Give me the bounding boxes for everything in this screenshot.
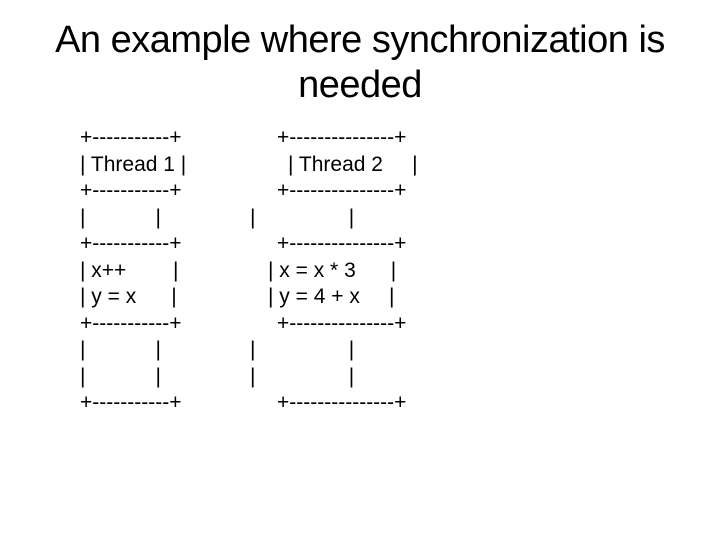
- slide-title-line-2: needed: [298, 64, 422, 106]
- ascii-row-thread-labels: | Thread 1 | | Thread 2 |: [0, 152, 720, 179]
- ascii-row-border: +-----------+ +---------------+: [0, 178, 720, 205]
- thread2-code-x-times-3: | x = x * 3 |: [268, 258, 397, 282]
- thread-sync-ascii-diagram: +-----------+ +---------------+ | Thread…: [0, 125, 720, 417]
- thread1-label: | Thread 1 |: [80, 152, 187, 176]
- ascii-row-code-2: | y = x | | y = 4 + x |: [0, 284, 720, 311]
- thread2-box-border: +---------------+: [277, 179, 407, 202]
- ascii-row-border-top: +-----------+ +---------------+: [0, 125, 720, 152]
- thread1-box-side: | |: [80, 338, 161, 361]
- ascii-row-border: +-----------+ +---------------+: [0, 231, 720, 258]
- thread1-box-border: +-----------+: [80, 179, 182, 202]
- thread2-box-side: | |: [250, 338, 355, 361]
- slide-title: An example where synchronization is need…: [0, 18, 720, 108]
- thread2-box-side: | |: [250, 364, 355, 388]
- ascii-row-border-bottom: +-----------+ +---------------+: [0, 390, 720, 417]
- thread2-box-border: +---------------+: [277, 391, 407, 414]
- thread1-box-side: | |: [80, 205, 161, 229]
- thread1-box-border: +-----------+: [80, 126, 182, 149]
- thread2-label: | Thread 2 |: [288, 152, 418, 176]
- ascii-row-empty: | | | |: [0, 364, 720, 391]
- thread2-code-y-equals-4-x: | y = 4 + x |: [268, 285, 395, 308]
- thread1-box-border: +-----------+: [80, 232, 182, 255]
- thread2-box-border: +---------------+: [277, 126, 407, 149]
- thread1-box-border: +-----------+: [80, 311, 182, 335]
- thread1-code-x-increment: | x++ |: [80, 258, 179, 282]
- ascii-row-border: +-----------+ +---------------+: [0, 311, 720, 338]
- thread2-box-border: +---------------+: [277, 232, 407, 255]
- thread1-box-side: | |: [80, 364, 161, 388]
- thread1-code-y-equals-x: | y = x |: [80, 285, 177, 308]
- thread2-box-border: +---------------+: [277, 311, 407, 335]
- ascii-row-code-1: | x++ | | x = x * 3 |: [0, 258, 720, 285]
- ascii-row-empty: | | | |: [0, 205, 720, 232]
- thread2-box-side: | |: [250, 205, 355, 229]
- thread1-box-border: +-----------+: [80, 391, 182, 414]
- ascii-row-empty: | | | |: [0, 337, 720, 364]
- slide-title-line-1: An example where synchronization is: [55, 19, 665, 61]
